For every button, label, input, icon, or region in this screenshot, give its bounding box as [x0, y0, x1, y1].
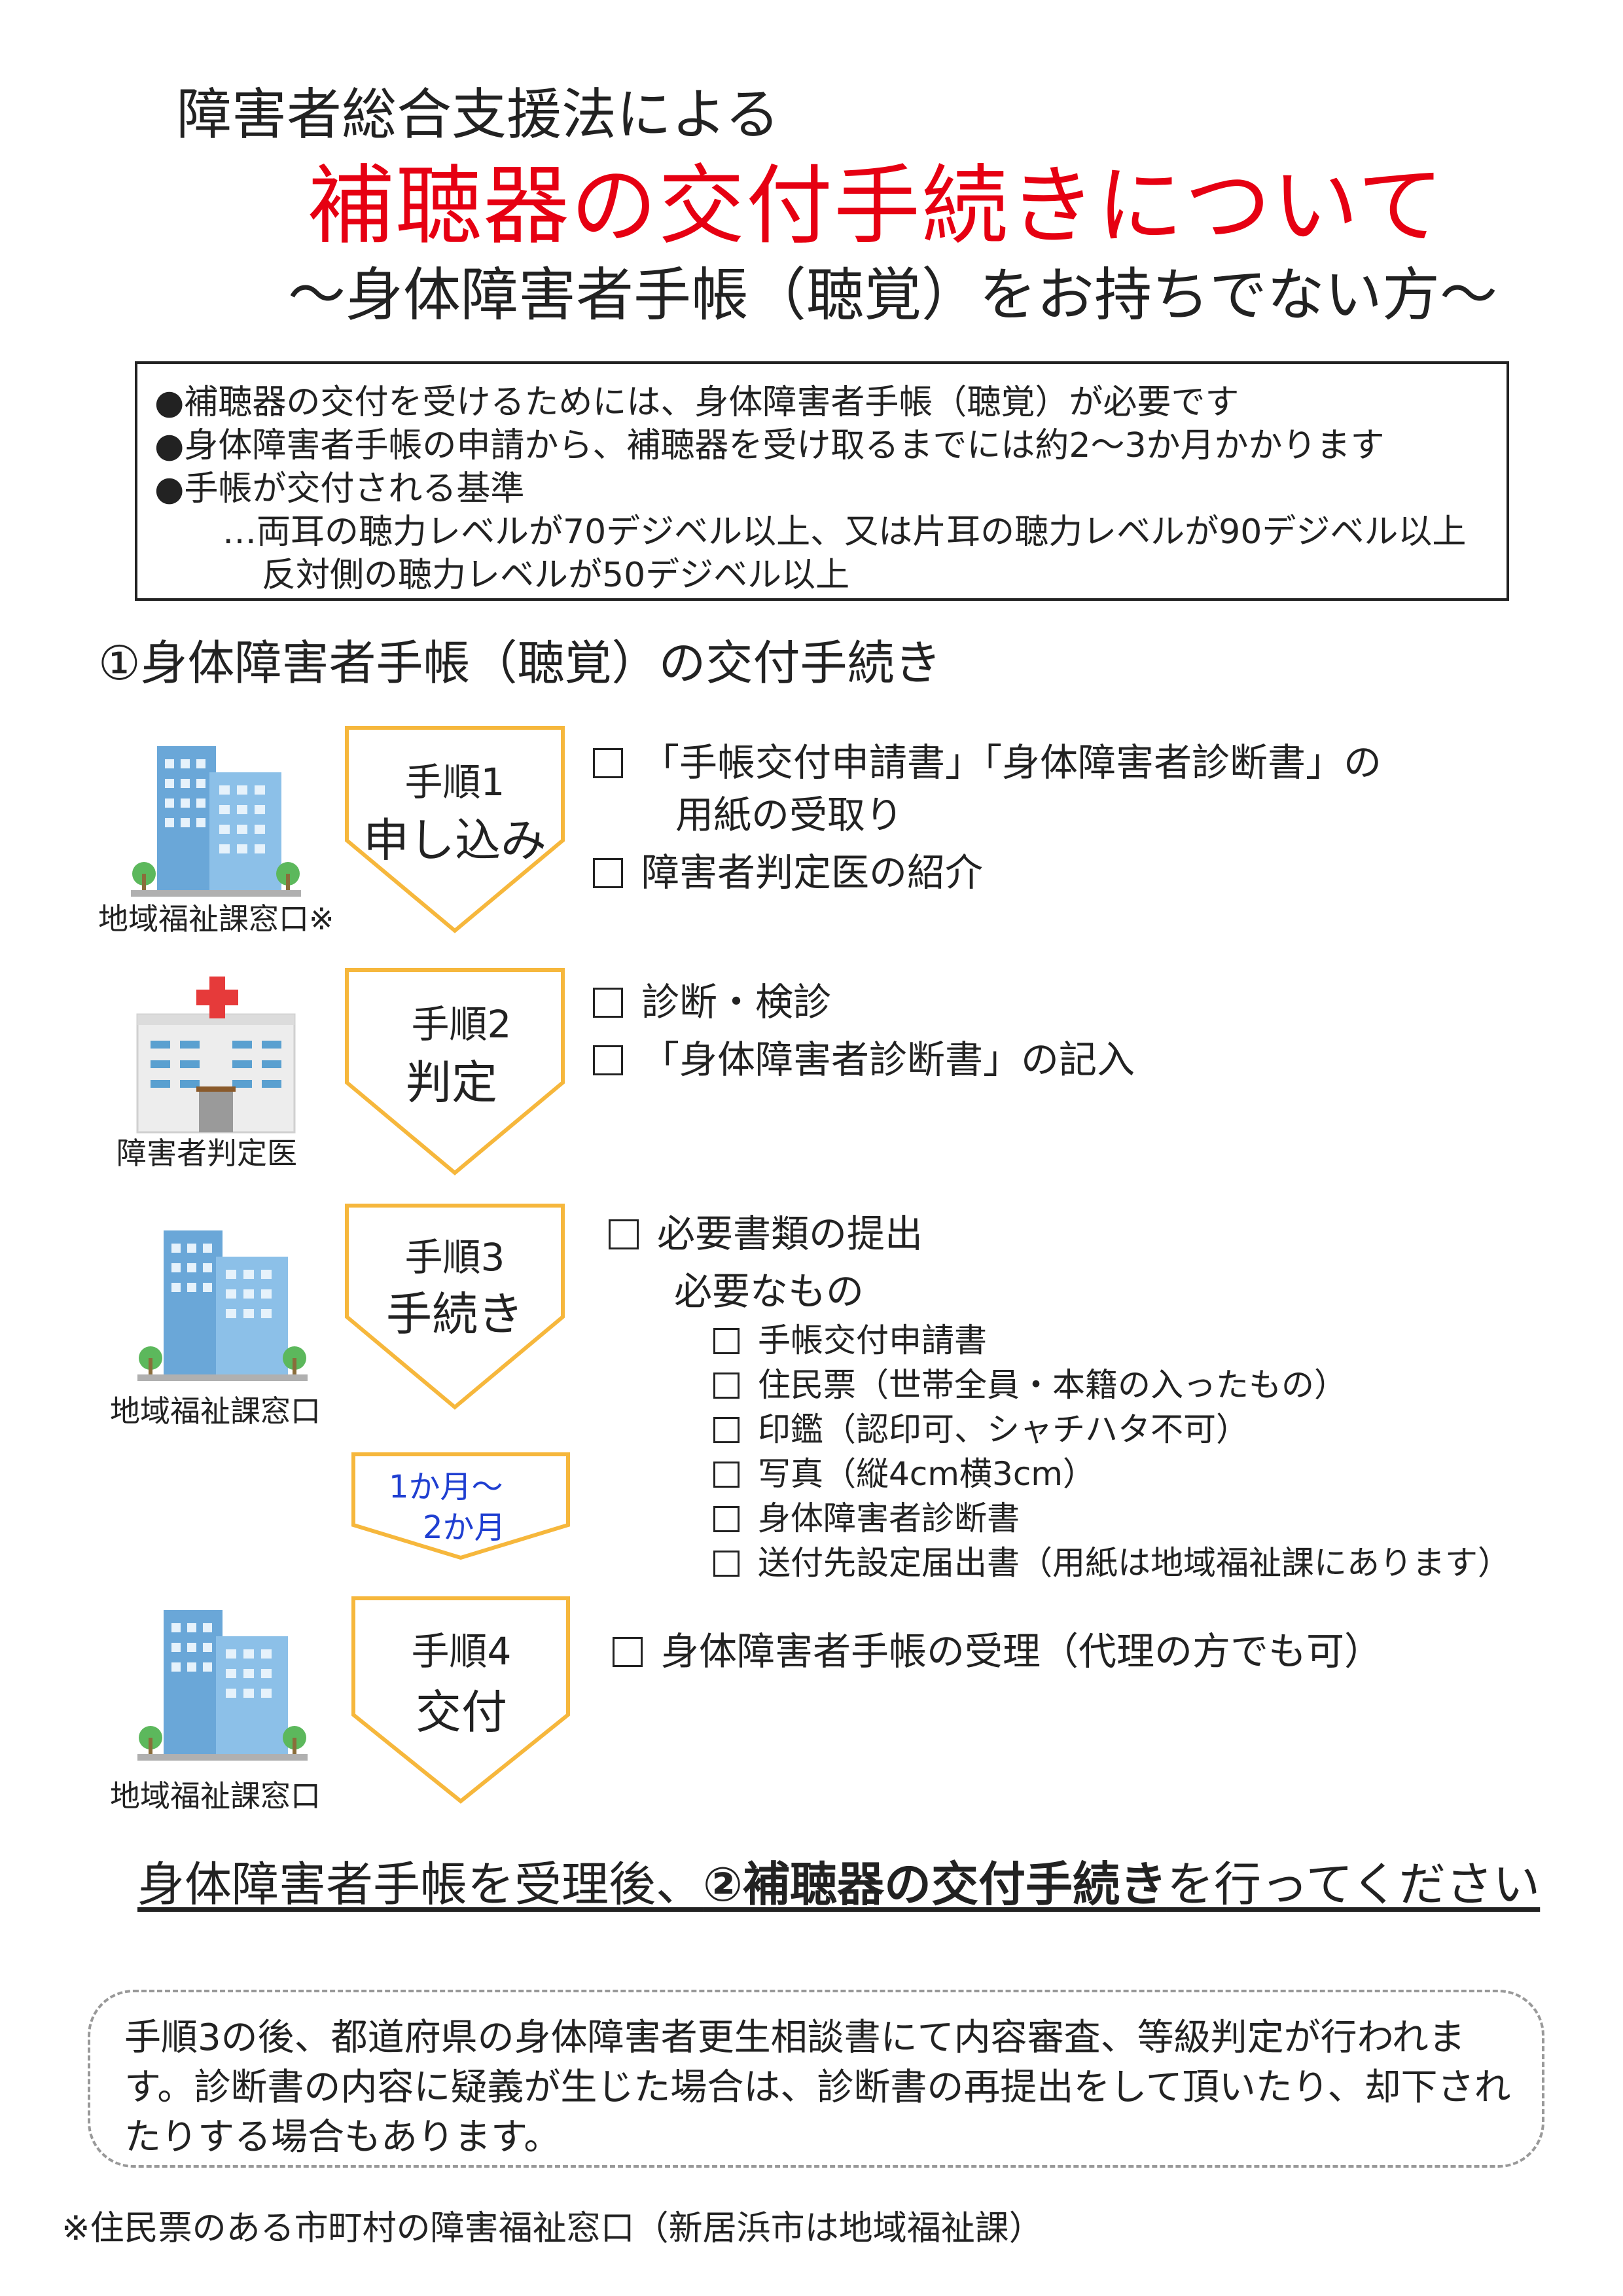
location-label: 地域福祉課窓口※: [98, 901, 334, 937]
step-number: 手順1: [404, 760, 505, 804]
checkbox[interactable]: [593, 858, 623, 888]
checkbox[interactable]: [593, 748, 623, 778]
checkbox[interactable]: [713, 1462, 740, 1488]
office-building-icon: [137, 1230, 308, 1381]
step-name: 手続き: [386, 1287, 524, 1341]
info-line: ●補聴器の交付を受けるためには、身体障害者手帳（聴覚）が必要です: [154, 383, 1240, 422]
target-condition: ～身体障害者手帳（聴覚）をお持ちでない方～: [288, 261, 1498, 329]
subtitle: 障害者総合支援法による: [177, 82, 780, 147]
checklist-item: 診断・検診: [593, 971, 831, 1026]
step2-arrow: [345, 968, 565, 1175]
checklist-item: 「身体障害者診断書」の記入: [593, 1029, 1135, 1084]
step4-arrow: [351, 1596, 570, 1804]
checkbox[interactable]: [609, 1219, 639, 1249]
checklist-item: 障害者判定医の紹介: [593, 842, 983, 897]
duration-label: 2か月: [423, 1509, 506, 1546]
duration-label: 1か月～: [389, 1469, 503, 1505]
step3-arrow: [345, 1204, 565, 1410]
checkbox[interactable]: [593, 988, 623, 1018]
required-item: 印鑑（認印可、シャチハタ不可）: [713, 1403, 1249, 1450]
step1-arrow: [345, 726, 565, 933]
required-item: 身体障害者診断書: [713, 1492, 1020, 1539]
location-label: 地域福祉課窓口: [110, 1393, 321, 1429]
note-line: す。診断書の内容に疑義が生じた場合は、診断書の再提出をして頂いたり、却下され: [124, 2066, 1511, 2109]
checkbox[interactable]: [613, 1637, 643, 1667]
step-name: 申し込み: [363, 814, 546, 867]
step-number: 手順3: [404, 1235, 505, 1280]
checkbox[interactable]: [713, 1551, 740, 1577]
info-line: …両耳の聴力レベルが70デジベル以上、又は片耳の聴力レベルが90デジベル以上: [223, 512, 1467, 552]
info-line: ●身体障害者手帳の申請から、補聴器を受け取るまでには約2～3か月かかります: [154, 426, 1385, 465]
step-number: 手順4: [411, 1629, 512, 1674]
note-line: たりする場合もあります。: [124, 2116, 561, 2159]
duration-arrow: [351, 1452, 570, 1560]
footnote: ※住民票のある市町村の障害福祉窓口（新居浜市は地域福祉課）: [62, 2209, 1043, 2248]
hospital-icon: [136, 977, 296, 1134]
office-building-icon: [131, 746, 301, 897]
location-label: 障害者判定医: [116, 1136, 297, 1171]
next-step-instruction: 身体障害者手帳を受理後、②補聴器の交付手続きを行ってください: [137, 1857, 1541, 1912]
required-items-label: 必要なもの: [674, 1269, 865, 1314]
note-box: [88, 1990, 1544, 2168]
checkbox[interactable]: [593, 1045, 623, 1075]
info-box: [135, 361, 1509, 601]
note-line: 手順3の後、都道府県の身体障害者更生相談書にて内容審査、等級判定が行われま: [124, 2017, 1465, 2059]
step-name: 判定: [406, 1056, 497, 1109]
checklist-item: 「手帳交付申請書」「身体障害者診断書」の: [593, 732, 1382, 787]
step-name: 交付: [416, 1685, 507, 1739]
checklist-item-cont: 用紙の受取り: [675, 793, 904, 837]
checklist-item: 必要書類の提出: [609, 1203, 923, 1258]
step-number: 手順2: [411, 1002, 512, 1047]
checklist-item: 身体障害者手帳の受理（代理の方でも可）: [613, 1621, 1382, 1676]
location-label: 地域福祉課窓口: [110, 1778, 321, 1814]
page-title: 補聴器の交付手続きについて: [308, 156, 1446, 257]
required-item: 送付先設定届出書（用紙は地域福祉課にあります）: [713, 1537, 1510, 1584]
required-item: 手帳交付申請書: [713, 1314, 987, 1361]
checkbox[interactable]: [713, 1417, 740, 1443]
section-title: ①身体障害者手帳（聴覚）の交付手続き: [98, 636, 942, 691]
required-item: 住民票（世帯全員・本籍の入ったもの）: [713, 1359, 1347, 1406]
office-building-icon: [137, 1610, 308, 1761]
info-line: 反対側の聴力レベルが50デジベル以上: [262, 556, 850, 595]
required-item: 写真（縦4cm横3cm）: [713, 1448, 1096, 1495]
checkbox[interactable]: [713, 1372, 740, 1399]
checkbox[interactable]: [713, 1506, 740, 1532]
checkbox[interactable]: [713, 1328, 740, 1354]
info-line: ●手帳が交付される基準: [154, 469, 525, 509]
